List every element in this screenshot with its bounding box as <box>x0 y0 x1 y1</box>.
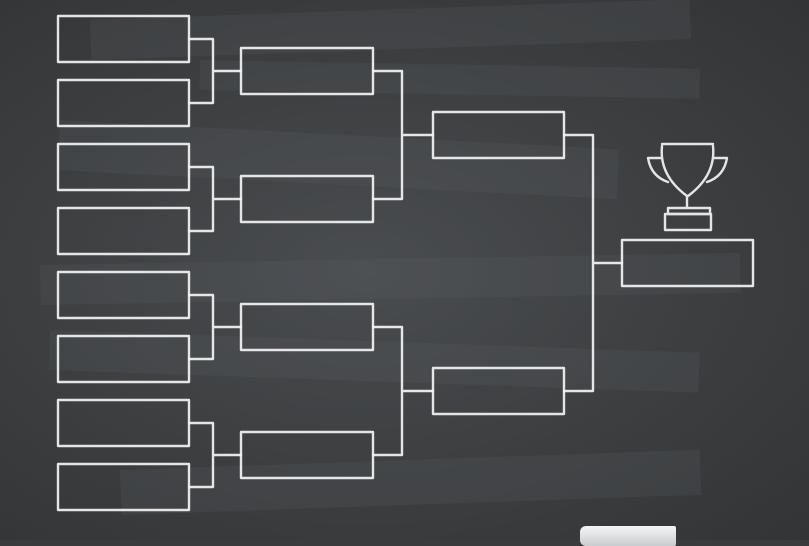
round-1-slot-2[interactable] <box>56 78 191 128</box>
chalk-smear <box>40 252 741 305</box>
chalk-smear <box>119 449 702 515</box>
round-3-connector <box>562 133 624 393</box>
chalk-smear <box>48 330 700 393</box>
round-1-connector <box>187 165 243 233</box>
chalk-smear <box>57 119 620 200</box>
round-2-connector <box>371 325 435 457</box>
chalk-smears <box>40 0 741 515</box>
round-1-slot-4[interactable] <box>56 206 191 256</box>
chalk-smear <box>199 60 700 99</box>
round-1-slot-7[interactable] <box>56 398 191 448</box>
round-1-connector <box>187 293 243 361</box>
round-1-connector <box>187 421 243 489</box>
chalk-stick <box>580 526 676 546</box>
chalk-smear <box>90 0 692 60</box>
round-2-connector <box>371 69 435 201</box>
trophy-icon <box>646 142 729 232</box>
round-1-connector <box>187 37 243 105</box>
